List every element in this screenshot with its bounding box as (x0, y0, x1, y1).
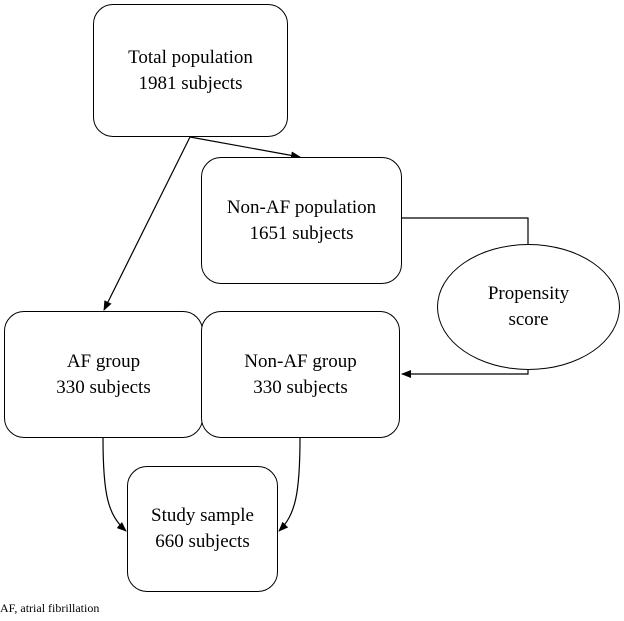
node-total-population-line2: 1981 subjects (138, 72, 243, 94)
footnote: AF, atrial fibrillation (0, 601, 100, 615)
node-nonaf-group-line2: 330 subjects (253, 376, 348, 398)
node-propensity-score: Propensity score (437, 244, 620, 370)
node-nonaf-population: Non-AF population 1651 subjects (201, 157, 402, 284)
node-nonaf-group-line1: Non-AF group (244, 350, 357, 372)
node-nonaf-group: Non-AF group 330 subjects (201, 311, 400, 438)
node-nonaf-population-line2: 1651 subjects (249, 222, 354, 244)
edge-propensity-score-to-nonaf-group (401, 369, 529, 378)
edge-af-group-to-study-sample (102, 437, 127, 532)
node-af-group: AF group 330 subjects (4, 311, 203, 438)
edge-nonaf-group-to-study-sample (278, 437, 301, 532)
node-propensity-score-line2: score (508, 309, 549, 330)
node-af-group-line1: AF group (66, 350, 141, 372)
node-study-sample: Study sample 660 subjects (127, 466, 278, 592)
edge-total-to-nonaf-population (189, 136, 301, 160)
node-nonaf-population-line1: Non-AF population (226, 196, 377, 218)
edge-nonaf-population-to-propensity-score (401, 217, 529, 244)
node-study-sample-line2: 660 subjects (155, 531, 250, 552)
node-af-group-line2: 330 subjects (56, 376, 151, 398)
node-total-population: Total population 1981 subjects (93, 4, 288, 137)
node-propensity-score-line1: Propensity (487, 283, 570, 304)
node-study-sample-line1: Study sample (151, 505, 254, 526)
node-total-population-line1: Total population (128, 46, 253, 68)
edge-total-to-af-group (103, 136, 191, 311)
